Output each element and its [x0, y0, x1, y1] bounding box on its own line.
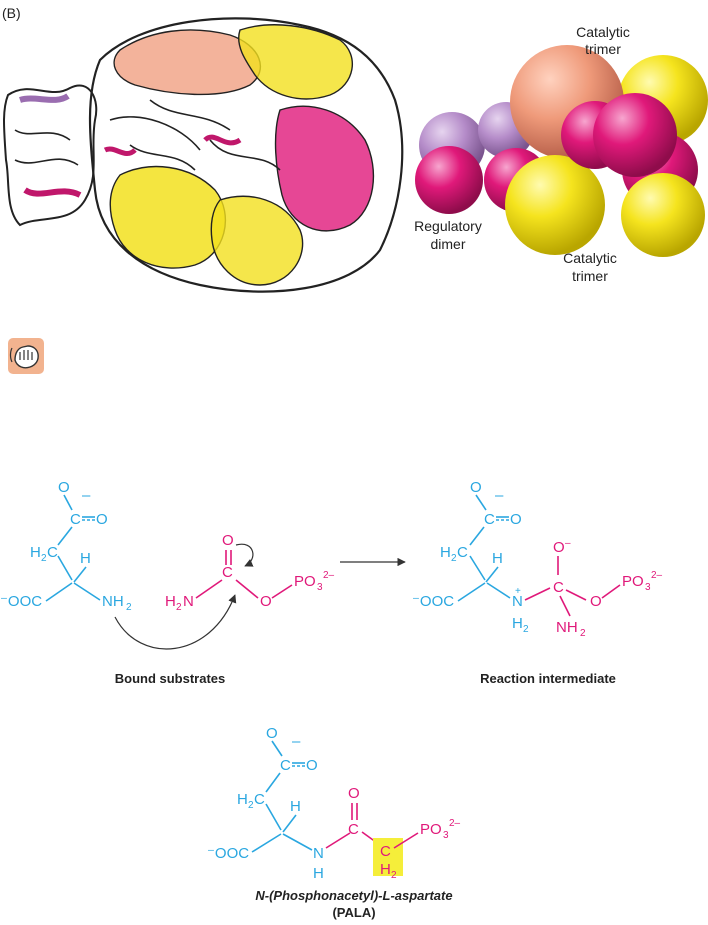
svg-text:O: O — [96, 511, 108, 528]
svg-text:O: O — [510, 511, 522, 528]
svg-text:N: N — [313, 845, 324, 862]
label-catalytic-top-2: trimer — [585, 41, 621, 57]
label-regulatory-2: dimer — [430, 236, 465, 252]
svg-text:O: O — [590, 593, 602, 610]
ribbon-core — [90, 18, 402, 291]
svg-text:C: C — [380, 843, 391, 860]
svg-text:⁻OOC: ⁻OOC — [207, 845, 249, 862]
svg-text:3: 3 — [443, 830, 449, 841]
caption-bound-substrates: Bound substrates — [115, 671, 226, 686]
sphere-yellow-bottom — [505, 155, 605, 255]
svg-text:H: H — [165, 593, 176, 610]
svg-text:H: H — [237, 791, 248, 808]
svg-text:H: H — [30, 544, 41, 561]
svg-text:H: H — [313, 865, 324, 882]
sphere-yellow-right — [621, 173, 705, 257]
svg-text:PO: PO — [622, 573, 644, 590]
caption-reaction-intermediate: Reaction intermediate — [480, 671, 616, 686]
svg-text:C: C — [280, 757, 291, 774]
svg-text:2: 2 — [126, 602, 132, 613]
svg-text:2: 2 — [176, 602, 182, 613]
label-catalytic-top-1: Catalytic — [576, 24, 630, 40]
svg-text:C: C — [553, 579, 564, 596]
hand-animation-icon[interactable] — [8, 338, 44, 374]
svg-text:O: O — [470, 479, 482, 496]
svg-text:2: 2 — [391, 870, 397, 881]
svg-text:O: O — [266, 725, 278, 742]
svg-text:O: O — [58, 479, 70, 496]
svg-text:–: – — [292, 733, 301, 750]
ribbon-regulatory-left — [4, 86, 96, 225]
svg-text:2–: 2– — [323, 570, 335, 581]
svg-text:2–: 2– — [651, 570, 663, 581]
svg-text:H: H — [440, 544, 451, 561]
svg-text:O: O — [222, 532, 234, 549]
svg-text:O: O — [260, 593, 272, 610]
svg-text:2: 2 — [580, 628, 586, 639]
panel-label: (B) — [2, 5, 21, 21]
svg-text:⁻OOC: ⁻OOC — [0, 593, 42, 610]
svg-text:H: H — [512, 615, 523, 632]
svg-text:–: – — [565, 538, 571, 549]
svg-text:3: 3 — [317, 582, 323, 593]
svg-text:C: C — [222, 564, 233, 581]
svg-text:⁻OOC: ⁻OOC — [412, 593, 454, 610]
svg-text:O: O — [348, 785, 360, 802]
svg-text:C: C — [484, 511, 495, 528]
svg-text:N: N — [512, 593, 523, 610]
svg-text:–: – — [495, 487, 504, 504]
svg-text:C: C — [47, 544, 58, 561]
sphere-pink-large — [593, 93, 677, 177]
caption-pala-line2: (PALA) — [332, 905, 375, 920]
label-regulatory-1: Regulatory — [414, 218, 482, 234]
svg-text:PO: PO — [294, 573, 316, 590]
svg-text:PO: PO — [420, 821, 442, 838]
label-catalytic-bottom-2: trimer — [572, 268, 608, 284]
svg-text:H: H — [290, 798, 301, 815]
svg-text:N: N — [183, 593, 194, 610]
svg-text:H: H — [80, 550, 91, 567]
sphere-pink-left — [415, 146, 483, 214]
ribbon-structure — [4, 18, 402, 291]
svg-text:C: C — [70, 511, 81, 528]
svg-text:NH: NH — [102, 593, 124, 610]
svg-text:2: 2 — [523, 624, 529, 635]
svg-text:3: 3 — [645, 582, 651, 593]
svg-text:H: H — [380, 861, 391, 878]
label-catalytic-bottom-1: Catalytic — [563, 250, 617, 266]
svg-text:C: C — [254, 791, 265, 808]
caption-pala-line1: N-(Phosphonacetyl)-L-aspartate — [255, 888, 452, 903]
svg-text:C: C — [457, 544, 468, 561]
svg-text:C: C — [348, 821, 359, 838]
svg-text:2–: 2– — [449, 818, 461, 829]
svg-text:–: – — [82, 487, 91, 504]
svg-text:H: H — [492, 550, 503, 567]
svg-text:O: O — [553, 539, 565, 556]
svg-text:O: O — [306, 757, 318, 774]
svg-text:NH: NH — [556, 619, 578, 636]
